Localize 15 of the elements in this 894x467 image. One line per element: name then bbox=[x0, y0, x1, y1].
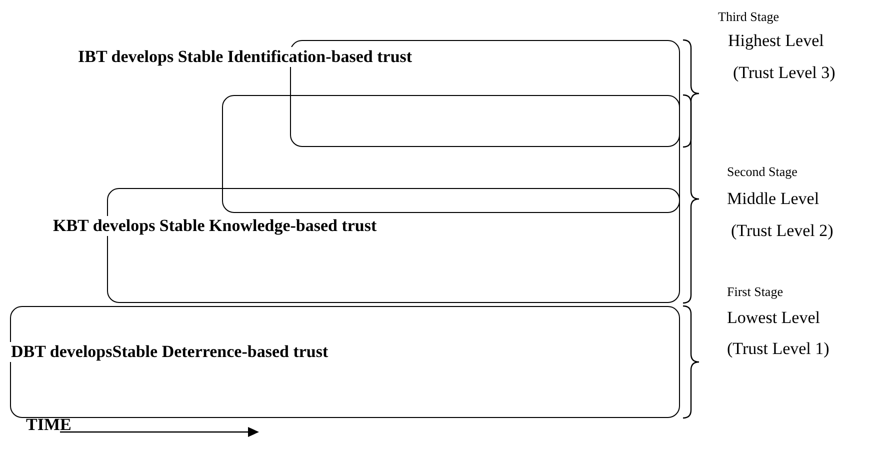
stage-label: Middle Level bbox=[727, 190, 820, 209]
stage-text: IBT develops Stable Identification-based trust bbox=[76, 47, 414, 67]
stage-text: KBT develops Stable Knowledge-based trust bbox=[51, 216, 379, 236]
stage-label: Highest Level bbox=[728, 32, 824, 51]
stage-label: (Trust Level 3) bbox=[733, 64, 836, 83]
axis-label: TIME bbox=[26, 416, 72, 435]
stage-label: Lowest Level bbox=[727, 309, 820, 328]
rounded-box bbox=[222, 95, 680, 213]
stage-label: (Trust Level 1) bbox=[727, 340, 830, 359]
stage-label: Third Stage bbox=[718, 10, 780, 24]
stage-label: (Trust Level 2) bbox=[731, 222, 834, 241]
stage-text: DBT developsStable Deterrence-based trust bbox=[9, 342, 330, 362]
rounded-box bbox=[10, 306, 680, 418]
stage-label: First Stage bbox=[727, 285, 783, 300]
stage-label: Second Stage bbox=[727, 165, 798, 180]
